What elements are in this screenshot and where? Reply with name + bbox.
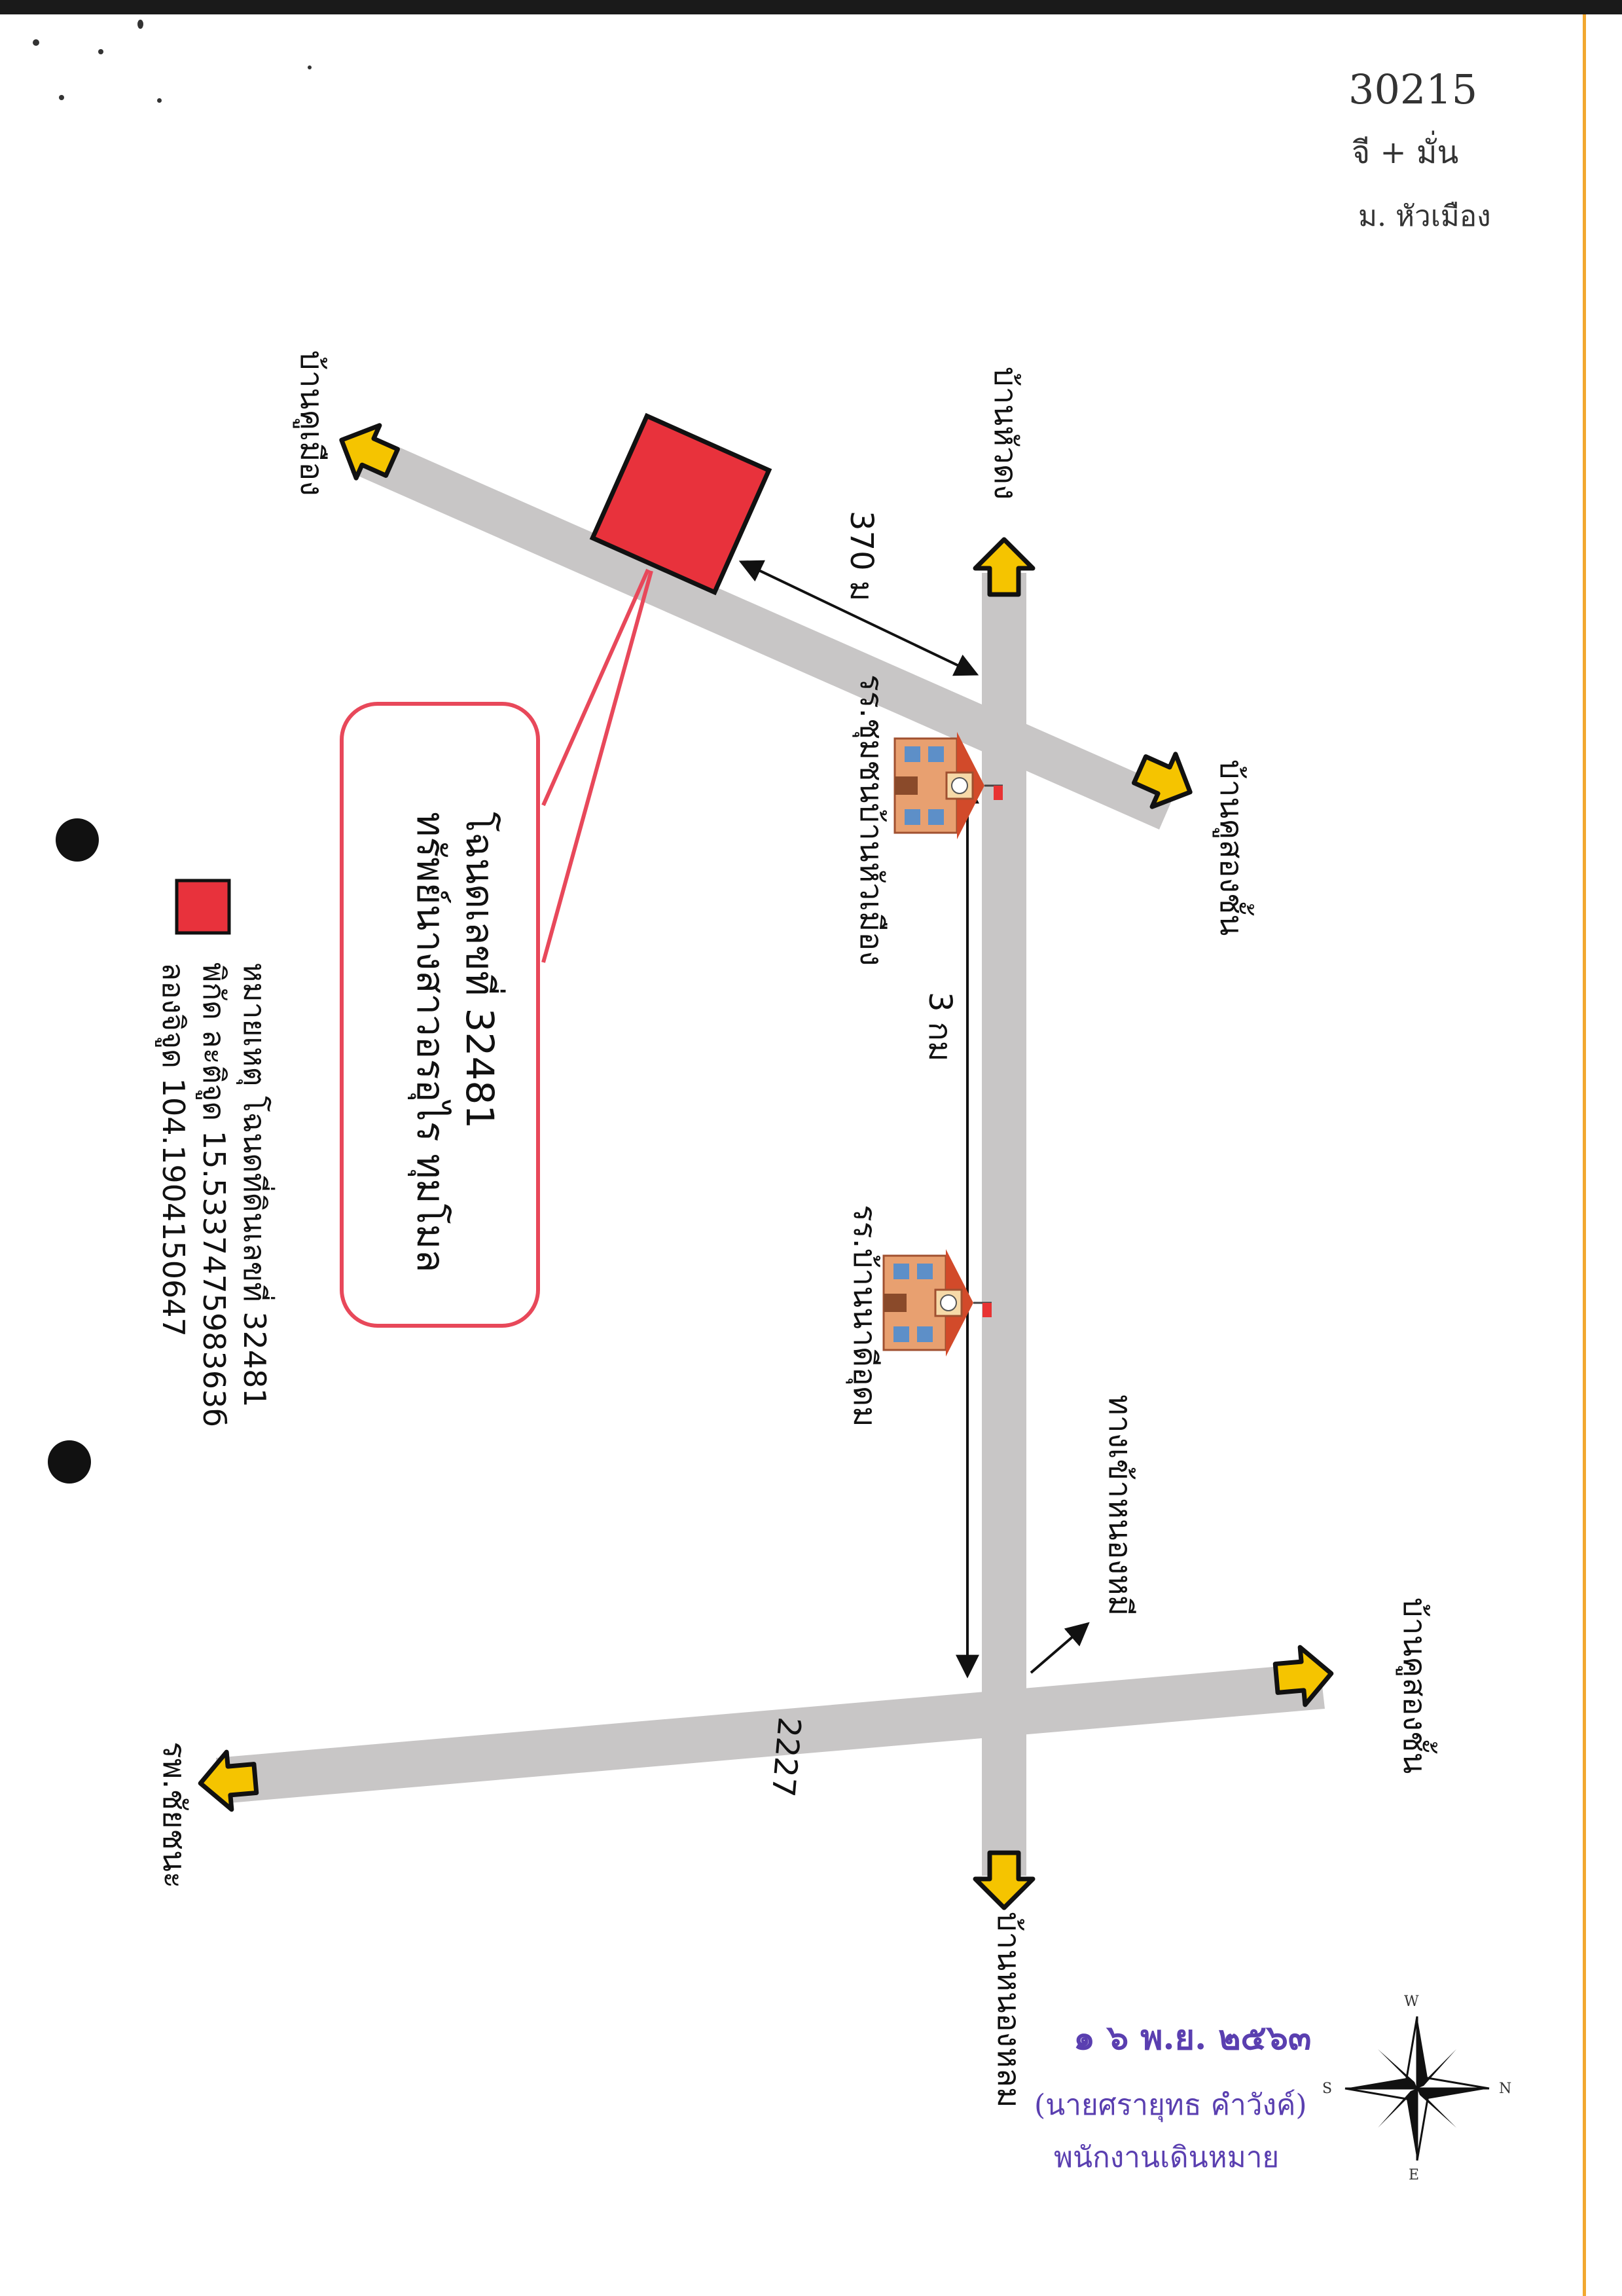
arrow-to-ban-khu-song-chan-2 bbox=[1272, 1645, 1334, 1707]
handwritten-number: 30215 bbox=[1348, 65, 1478, 113]
village-label: บ้านคูเมือง bbox=[293, 350, 330, 496]
compass-rose bbox=[1344, 2016, 1490, 2161]
arrow-to-ban-khu-song-chan bbox=[1132, 752, 1193, 809]
school-icon bbox=[882, 1249, 992, 1357]
legend-longitude: ลองจิจูด 104.1904150647 bbox=[155, 962, 191, 1337]
arrow-to-ban-khu-mueang bbox=[339, 423, 400, 481]
compass-w-label: W bbox=[1404, 1994, 1419, 2010]
callout-pointer bbox=[541, 568, 650, 807]
village-label: บ้านคูสองชั้น bbox=[1213, 759, 1250, 936]
callout-pointer bbox=[541, 570, 653, 963]
scan-right-edge bbox=[1583, 14, 1586, 2296]
compass-n-label: N bbox=[1499, 2081, 1512, 2097]
stamp-title: พนักงานเดินหมาย bbox=[1054, 2141, 1280, 2174]
handwritten-village: ม. หัวเมือง bbox=[1358, 200, 1491, 233]
village-label: บ้านหัวดง bbox=[987, 367, 1024, 500]
scan-speck bbox=[98, 49, 103, 54]
callout-box bbox=[340, 702, 540, 1328]
legend-latitude: พิกัด ละติจูด 15.533747598363б bbox=[196, 962, 232, 1427]
village-label: รพ.ชัยชนะ bbox=[156, 1741, 192, 1889]
scan-speck bbox=[33, 39, 39, 46]
distance-label-370m: 370 ม bbox=[843, 511, 880, 602]
compass-e-label: E bbox=[1409, 2167, 1420, 2183]
legend-note: หมายเหตุ โฉนดที่ดินเลขที่ 32481 bbox=[237, 962, 272, 1408]
junction-pointer bbox=[1030, 1622, 1090, 1674]
distance-label-3km: 3 กม bbox=[922, 992, 958, 1062]
road-number-label: 2227 bbox=[764, 1715, 808, 1799]
legend-parcel-swatch bbox=[175, 879, 231, 935]
arrow-to-ban-hua-dong bbox=[973, 537, 1036, 597]
road-2227 bbox=[216, 1663, 1325, 1804]
legend-text: หมายเหตุ โฉนดที่ดินเลขที่ 32481 พิกัด ละ… bbox=[153, 962, 275, 1427]
land-parcel bbox=[589, 412, 772, 596]
handwritten-note: จี + มั่น bbox=[1352, 134, 1459, 171]
arrow-to-ban-nong-lom bbox=[973, 1850, 1036, 1910]
arrow-to-chaichana-hospital bbox=[198, 1749, 259, 1812]
junction-label: ทางเข้าหนองหมี bbox=[1102, 1394, 1138, 1616]
compass-s-label: S bbox=[1322, 2081, 1333, 2097]
punch-hole-top bbox=[56, 818, 99, 862]
scan-speck bbox=[137, 20, 143, 29]
scan-top-edge bbox=[0, 0, 1622, 14]
callout-owner: ทรัพย์นางสาวอรอุไร ทุมโมล bbox=[408, 812, 453, 1273]
scan-speck bbox=[59, 95, 64, 100]
scan-speck bbox=[157, 98, 162, 103]
village-label: บ้านคูสองชั้น bbox=[1396, 1597, 1433, 1774]
stamp-name: (นายศรายุทธ คำวังค์) bbox=[1034, 2088, 1307, 2122]
callout-text: โฉนดเลขที่ 32481 ทรัพย์นางสาวอรอุไร ทุมโ… bbox=[405, 812, 504, 1273]
scan-speck bbox=[308, 65, 312, 69]
road-main-vertical bbox=[982, 573, 1026, 1876]
punch-hole-bottom bbox=[48, 1440, 91, 1484]
school-label: รร.ชุมชนบ้านหัวเมือง bbox=[853, 674, 890, 966]
stamp-date: ๑ ๖ พ.ย. ๒๕๖๓ bbox=[1073, 2018, 1312, 2058]
distance-line-370m bbox=[738, 560, 979, 676]
callout-deed-number: โฉนดเลขที่ 32481 bbox=[458, 812, 502, 1129]
school-icon bbox=[893, 732, 1003, 839]
village-label: บ้านหนองหลม bbox=[990, 1912, 1027, 2108]
school-label: รร.บ้านนาดีอุดม bbox=[846, 1205, 883, 1427]
